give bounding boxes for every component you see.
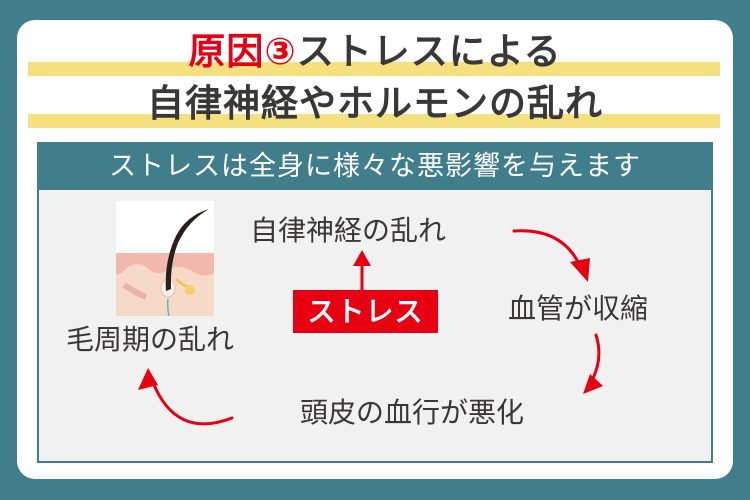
arrow-curve-right-icon — [512, 229, 580, 264]
arrow-curve-left-icon — [150, 378, 234, 426]
title-cause-number: 原因③ — [188, 30, 297, 73]
cycle-step-autonomic-disorder: 自律神経の乱れ — [250, 214, 447, 247]
title-highlight-1 — [28, 62, 720, 76]
title-line-2: 自律神経やホルモンの乱れ — [147, 82, 603, 125]
title-line-1: 原因③ストレスによる — [0, 30, 750, 74]
title-line-1-text: ストレスによる — [296, 30, 562, 73]
cycle-step-vasoconstriction: 血管が収縮 — [508, 292, 649, 325]
hair-follicle-illustration — [116, 201, 214, 316]
title-highlight-2 — [28, 114, 720, 128]
panel-header: ストレスは全身に様々な悪影響を与えます — [39, 144, 711, 190]
cycle-step-scalp-circulation: 頭皮の血行が悪化 — [300, 396, 525, 429]
cycle-step-hair-cycle: 毛周期の乱れ — [66, 323, 235, 356]
stress-badge: ストレス — [293, 290, 438, 333]
